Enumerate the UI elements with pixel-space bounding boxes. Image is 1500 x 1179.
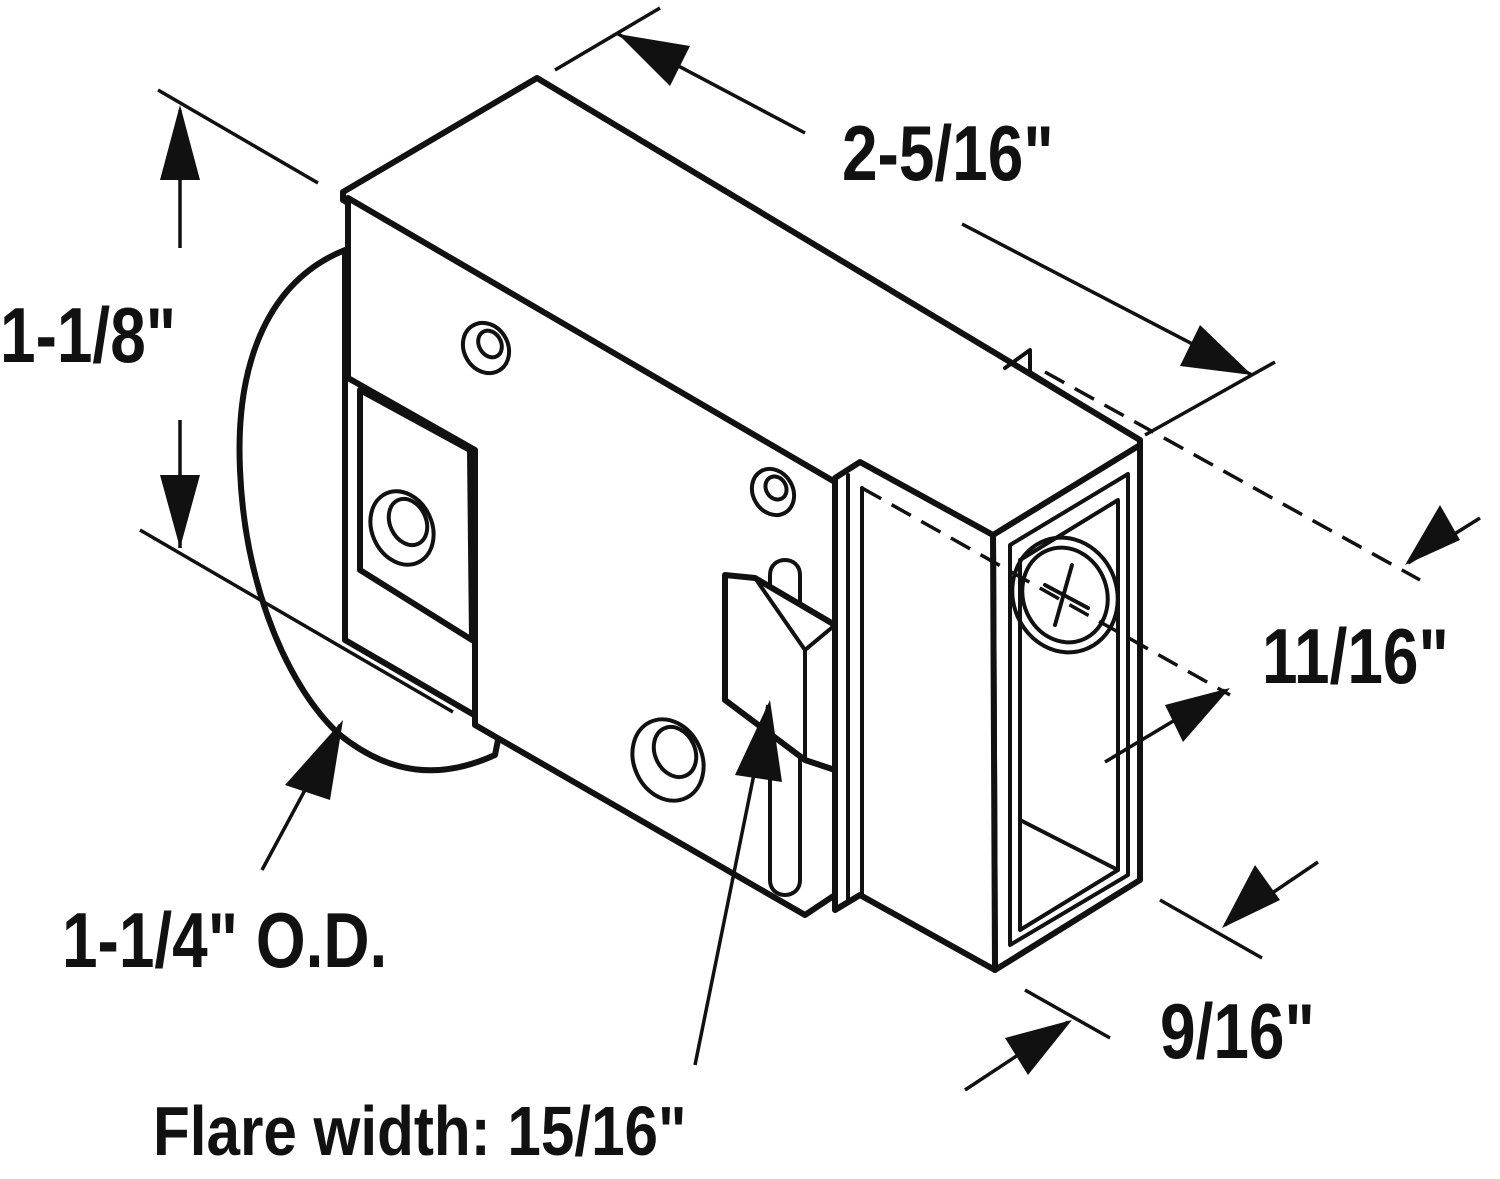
phillips-screw-icon: [1010, 535, 1120, 655]
length-label: 2-5/16": [842, 110, 1054, 197]
dim-width: [964, 860, 1319, 1092]
arrow-icon: [1005, 1020, 1072, 1075]
arrow-icon: [1405, 505, 1460, 565]
arrow-icon: [160, 475, 200, 548]
adjustment-slot: [722, 558, 838, 897]
dim-flare: [693, 700, 782, 1066]
width-label: 9/16": [1160, 988, 1315, 1075]
wheel-od-label: 1-1/4" O.D.: [62, 897, 387, 984]
screw-icon: [749, 466, 797, 518]
arrow-icon: [735, 700, 782, 782]
arrow-icon: [285, 720, 343, 800]
screw-icon: [460, 320, 512, 376]
screw-icon: [368, 489, 436, 567]
dim-length: [554, 6, 1276, 437]
dim-wheel-od: [260, 720, 343, 871]
arrow-icon: [1222, 865, 1280, 928]
flare-strip: [832, 459, 998, 973]
housing-ear: [357, 387, 475, 643]
dim-depth: [1104, 505, 1481, 764]
roller-wheel: [236, 247, 503, 774]
dim-height: [139, 88, 454, 714]
height-label: 1-1/8": [0, 292, 176, 379]
flare-width-label: Flare width: 15/16": [153, 1092, 687, 1170]
arrow-icon: [1165, 688, 1230, 742]
arrow-icon: [618, 34, 690, 86]
screw-icon: [630, 717, 706, 803]
arrow-icon: [1180, 325, 1252, 375]
arrow-icon: [160, 105, 200, 180]
depth-label: 11/16": [1262, 613, 1449, 700]
center-lines: [861, 370, 1421, 697]
